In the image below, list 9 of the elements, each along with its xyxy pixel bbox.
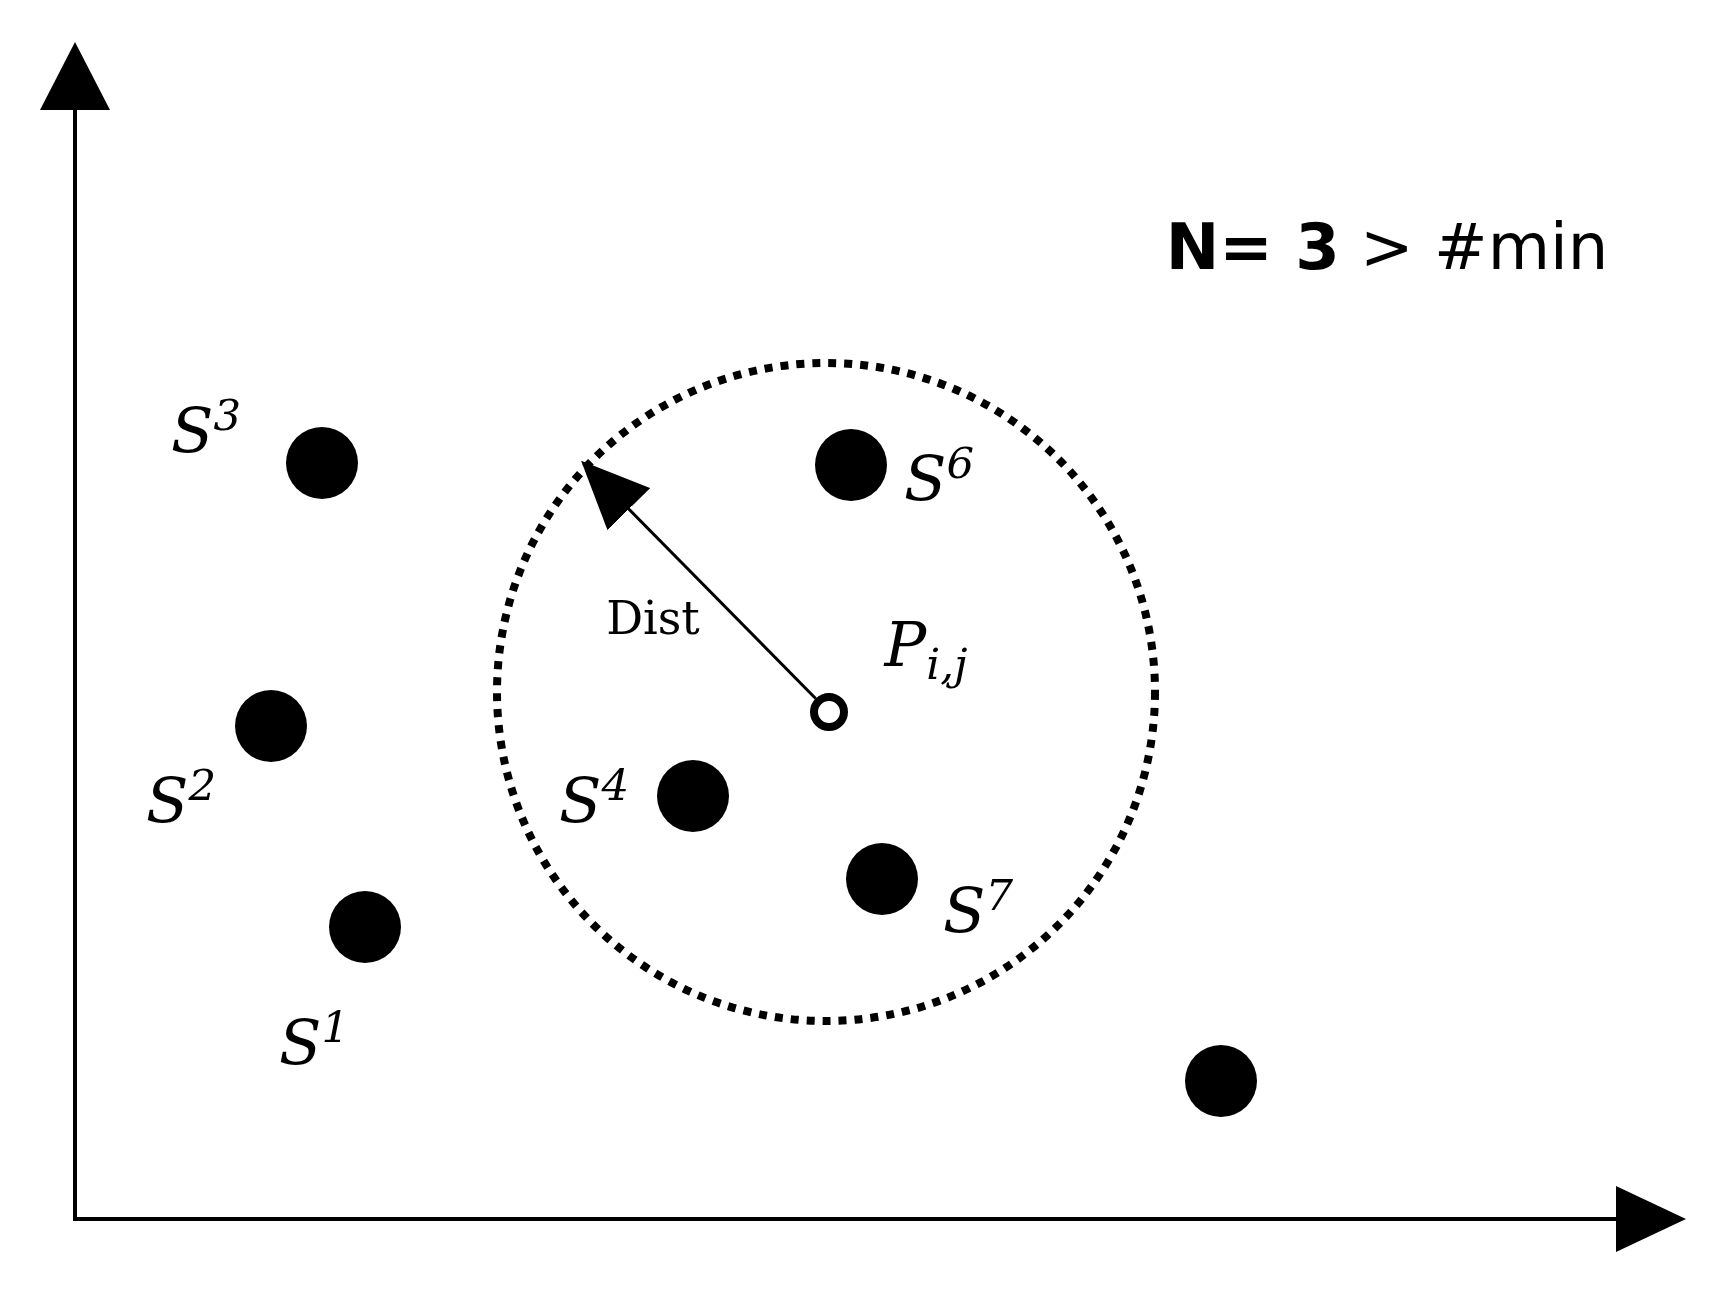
point-label: S$^{6}$	[903, 442, 975, 510]
point-label: S$^{2}$	[145, 764, 217, 832]
arrow	[581, 460, 817, 700]
formula-text: N= 3 > #min	[1165, 215, 1609, 279]
point-label: S$^{1}$	[278, 1006, 350, 1074]
point-label: S$^{4}$	[558, 764, 630, 832]
point-label: S$^{7}$	[942, 874, 1014, 942]
point-label: P$_{i,j}$	[884, 613, 968, 687]
point-label: S$^{3}$	[170, 394, 242, 462]
